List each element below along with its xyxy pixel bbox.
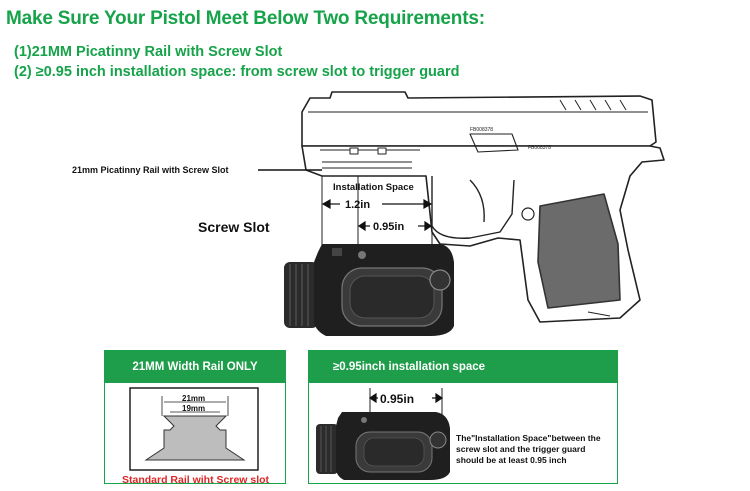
rail-label: 21mm Picatinny Rail with Screw Slot (72, 165, 229, 175)
installation-space-diagram: 0.95in (316, 388, 450, 480)
flashlight-main (284, 244, 454, 336)
installation-space-label: Installation Space (333, 182, 414, 193)
dim-box-label: 0.95in (380, 392, 414, 406)
dim-19mm-label: 19mm (182, 404, 205, 413)
pistol-illustration (301, 91, 665, 323)
installation-note: The"Installation Space"between the screw… (456, 433, 601, 465)
dim-arrow-0-95in (357, 220, 433, 232)
dim-arrow-box (368, 392, 444, 404)
flashlight-small (316, 412, 450, 480)
serial-number-a: FB008378 (470, 127, 493, 133)
rail-caption: Standard Rail wiht Screw slot (122, 474, 270, 486)
installation-space-box-title: ≥0.95inch installation space (309, 351, 617, 383)
dim-1-2in-label: 1.2in (345, 199, 370, 211)
dim-0-95in-label: 0.95in (373, 221, 404, 233)
requirement-1: (1)21MM Picatinny Rail with Screw Slot (14, 44, 283, 60)
dim-arrow-1-2in (321, 198, 433, 210)
rail-profile-shape (144, 415, 246, 461)
requirement-2: (2) ≥0.95 inch installation space: from … (14, 64, 460, 80)
dim-21mm-label: 21mm (182, 394, 205, 403)
rail-width-box-title: 21MM Width Rail ONLY (105, 351, 285, 383)
rail-profile-diagram: 21mm 19mm (129, 387, 259, 471)
page-title: Make Sure Your Pistol Meet Below Two Req… (6, 8, 485, 29)
serial-number-b: FB008378 (528, 145, 551, 151)
screw-slot-label: Screw Slot (198, 219, 270, 235)
